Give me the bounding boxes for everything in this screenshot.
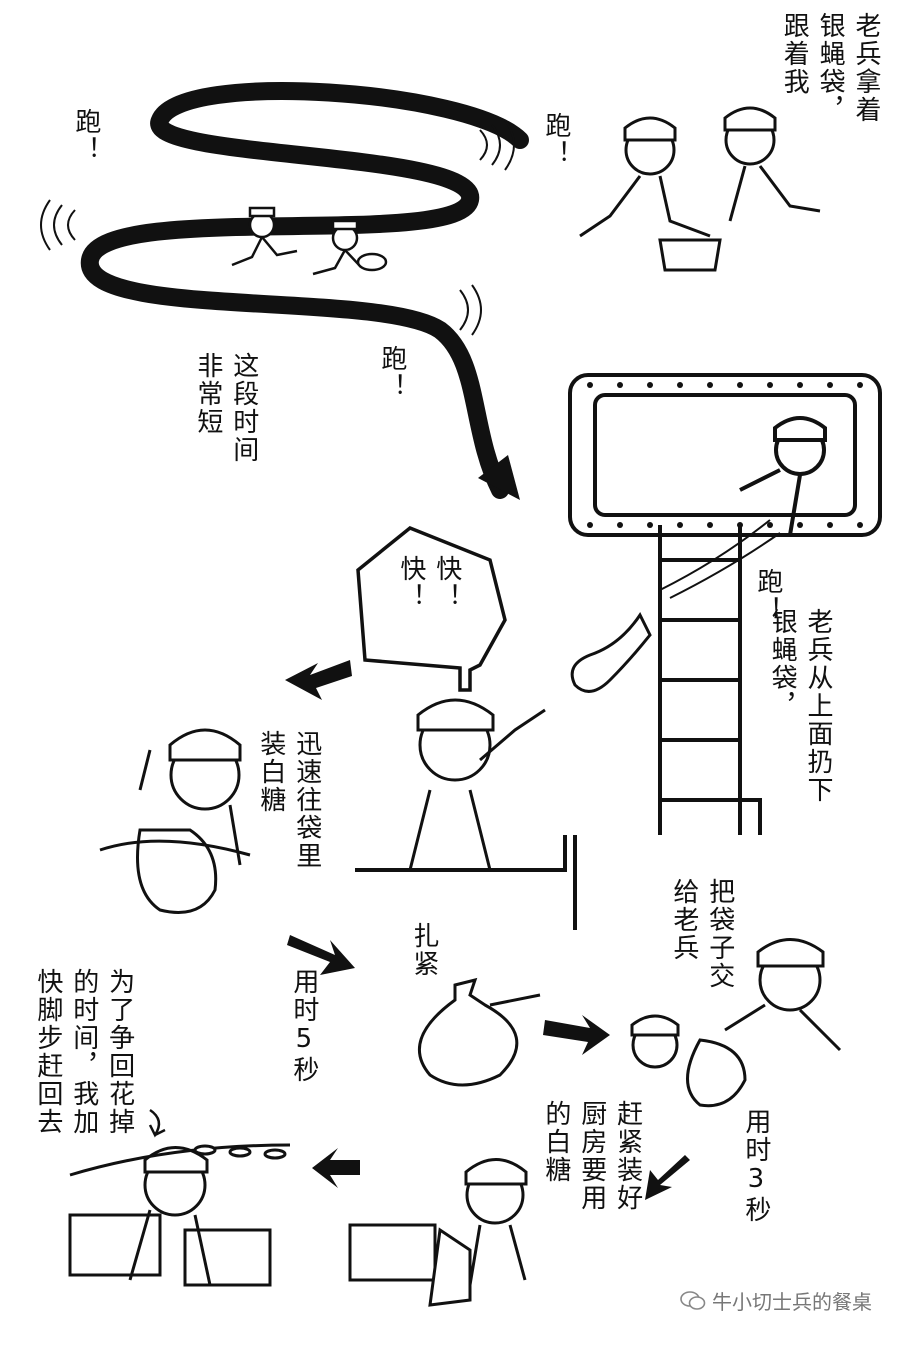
- text-line: 老兵拿着: [851, 12, 881, 124]
- text-line: 迅速往袋里: [291, 730, 322, 870]
- arrow-left-1: [285, 660, 352, 700]
- running-soldiers-small: [231, 206, 388, 276]
- watermark-text: 牛小切士兵的餐桌: [712, 1290, 872, 1314]
- throw-motion-lines: [659, 519, 781, 599]
- curved-pointer-arrow: [148, 1108, 166, 1138]
- text-time-3: 用时3秒: [740, 1108, 771, 1224]
- arrow-down-left-1: [645, 1155, 690, 1200]
- text-line: 给老兵: [668, 878, 699, 962]
- text-run-middle: 跑！: [376, 345, 407, 401]
- text-short-time: 这段时间 非常短: [192, 352, 259, 464]
- soldier-filling-sugar: [99, 728, 251, 914]
- text-run-top-right: 跑！: [540, 112, 571, 168]
- text-line: 跟着我: [779, 12, 810, 96]
- text-kitchen: 赶紧装好 厨房要用 的白糖: [540, 1100, 643, 1212]
- arrow-left-2: [312, 1148, 360, 1188]
- text-line: 快！: [431, 555, 462, 611]
- text-rush-back: 为了争回花掉 的时间，我加 快脚步赶回去: [32, 968, 135, 1136]
- counter-edge: [355, 835, 577, 930]
- text-line: 银蝇袋，: [767, 608, 798, 720]
- text-line: 装白糖: [255, 730, 286, 814]
- speed-lines: [40, 119, 515, 336]
- soldier-running-back: [68, 1143, 291, 1287]
- text-line: 老兵从上面扔下: [803, 608, 833, 804]
- text-handover: 把袋子交 给老兵: [668, 878, 735, 990]
- text-line: 为了争回花掉: [104, 968, 135, 1136]
- arrow-right-1: [543, 1015, 610, 1055]
- text-fill-sugar: 迅速往袋里 装白糖: [255, 730, 322, 870]
- text-oldsoldier-carry: 老兵拿着 银蝇袋， 跟着我: [778, 12, 881, 124]
- text-time-5: 用时5秒: [288, 968, 319, 1084]
- speech-bubble: [356, 525, 507, 692]
- text-line: 快脚步赶回去: [32, 968, 63, 1136]
- text-throw-down: 老兵从上面扔下 银蝇袋，: [766, 608, 833, 804]
- ladder: [658, 525, 762, 835]
- soldier-packing-sugar: [348, 1158, 528, 1307]
- tied-bag: [417, 977, 541, 1087]
- watermark: 牛小切士兵的餐桌: [680, 1286, 872, 1315]
- wechat-icon: [680, 1290, 706, 1312]
- winding-road: [81, 82, 529, 499]
- handover-soldiers: [630, 938, 842, 1108]
- text-line: 非常短: [192, 352, 223, 436]
- road-arrowhead: [478, 455, 520, 500]
- text-line: 把袋子交: [704, 878, 735, 990]
- window-frame: [568, 373, 882, 537]
- soldiers-carrying-bag: [579, 106, 821, 272]
- shouting-soldier: [408, 698, 546, 871]
- thrown-bag: [570, 612, 652, 693]
- text-line: 厨房要用: [576, 1100, 607, 1212]
- text-line: 的时间，我加: [68, 968, 99, 1136]
- text-line: 银蝇袋，: [815, 12, 846, 124]
- text-line: 赶紧装好: [612, 1100, 643, 1212]
- text-tie: 扎紧: [408, 922, 439, 978]
- text-bubble: 快！ 快！: [395, 555, 462, 611]
- text-line: 的白糖: [540, 1100, 571, 1184]
- arrow-down-right-1: [287, 935, 355, 975]
- text-run-top-left: 跑！: [70, 108, 101, 164]
- text-line: 快！: [395, 555, 426, 611]
- text-run-ladder: 跑！: [752, 568, 783, 624]
- text-line: 这段时间: [228, 352, 259, 464]
